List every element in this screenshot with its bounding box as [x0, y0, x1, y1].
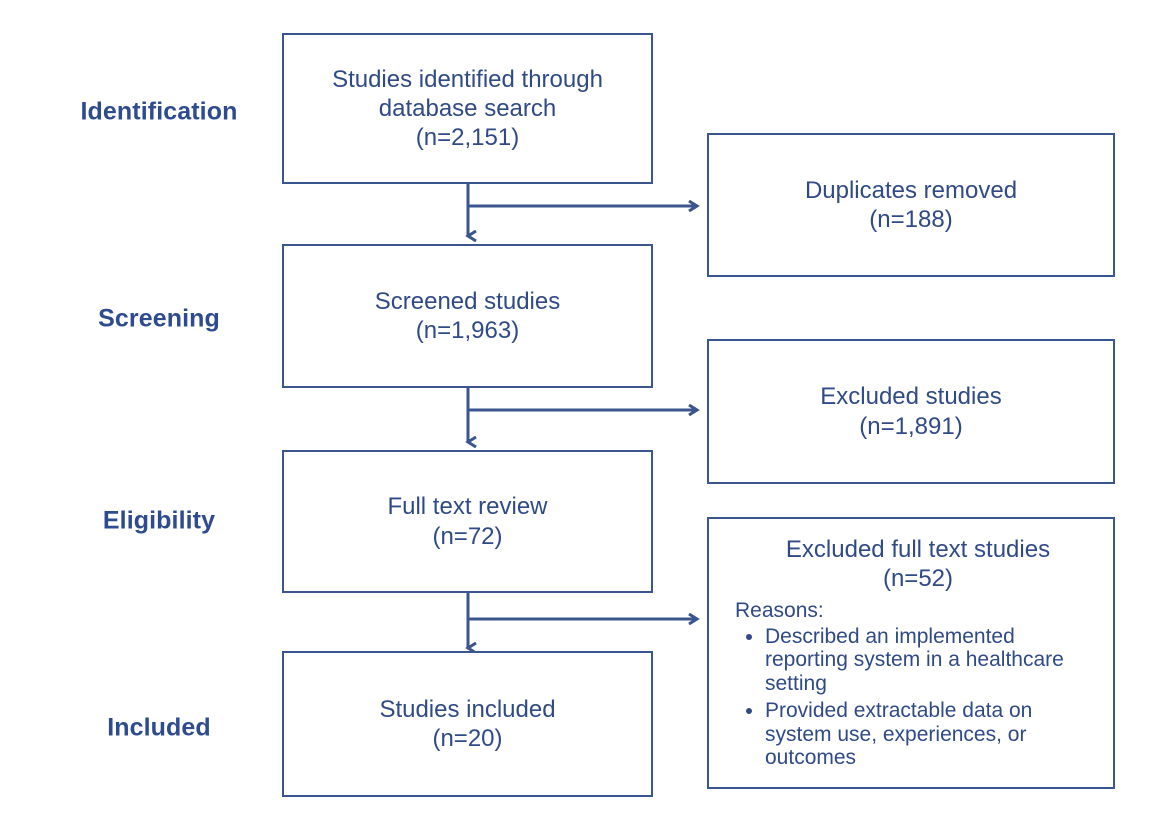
reasons-label: Reasons:	[735, 598, 824, 622]
box-studies-included: Studies included (n=20)	[282, 651, 653, 797]
box-excluded-studies-count: (n=1,891)	[859, 412, 963, 440]
box-studies-included-count: (n=20)	[432, 725, 503, 752]
box-studies-included-line1: Studies included	[379, 695, 556, 723]
box-screened-studies: Screened studies (n=1,963)	[282, 244, 653, 388]
box-full-text-review-count: (n=72)	[432, 522, 503, 550]
stage-label-identification: Identification	[80, 97, 238, 126]
box-studies-identified-line2: database search	[378, 94, 557, 122]
reason-item: Described an implemented reporting syste…	[765, 625, 1101, 696]
box-excluded-studies-line1: Excluded studies	[820, 383, 1002, 411]
box-duplicates-removed: Duplicates removed (n=188)	[707, 133, 1115, 277]
box-studies-identified-count: (n=2,151)	[415, 124, 520, 152]
box-excluded-full-text-studies: Excluded full text studies (n=52) Reason…	[707, 517, 1115, 789]
excluded-full-text-heading: Excluded full text studies (n=52)	[735, 535, 1101, 594]
box-full-text-review: Full text review (n=72)	[282, 450, 653, 593]
box-excluded-studies: Excluded studies (n=1,891)	[707, 339, 1115, 484]
excluded-full-text-title: Excluded full text studies	[785, 536, 1051, 563]
box-duplicates-removed-line1: Duplicates removed	[804, 176, 1018, 204]
box-screened-studies-count: (n=1,963)	[415, 317, 520, 344]
box-full-text-review-line1: Full text review	[387, 493, 548, 521]
stage-label-screening: Screening	[98, 304, 220, 333]
box-studies-identified: Studies identified through database sear…	[282, 33, 653, 184]
box-duplicates-removed-count: (n=188)	[869, 206, 953, 233]
reasons-list: Described an implemented reporting syste…	[735, 625, 1101, 774]
stage-label-included: Included	[107, 713, 211, 742]
reason-item: Provided extractable data on system use,…	[765, 699, 1101, 770]
box-screened-studies-line1: Screened studies	[374, 287, 561, 315]
stage-label-eligibility: Eligibility	[102, 506, 216, 535]
box-studies-identified-line1: Studies identified through	[332, 65, 603, 93]
excluded-full-text-count: (n=52)	[882, 565, 954, 593]
